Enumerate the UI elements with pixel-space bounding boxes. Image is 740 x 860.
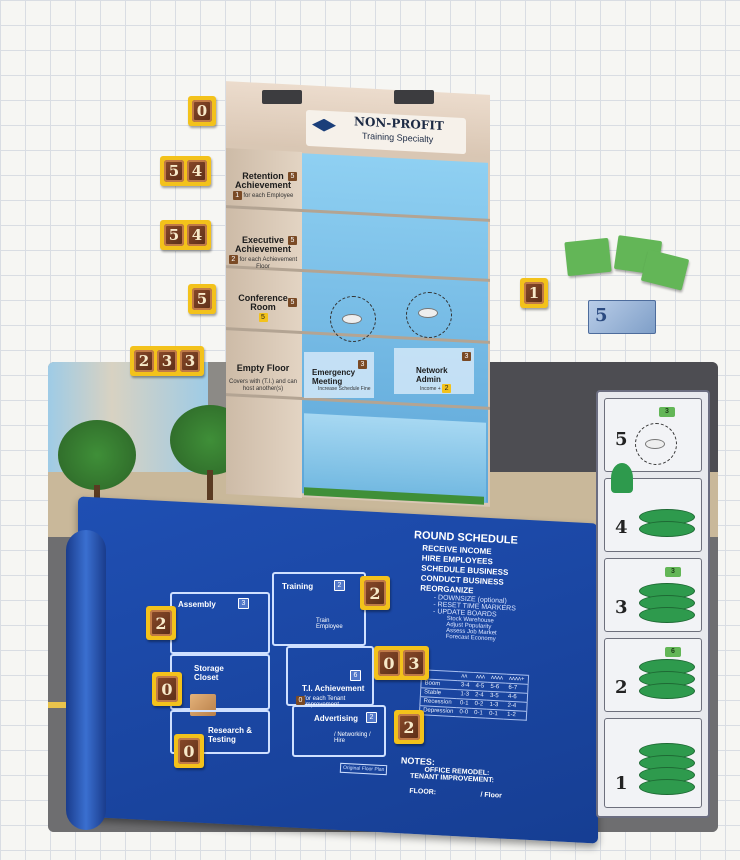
floor-executive: Executive Achievement 2 for each Achieve… [228,235,298,270]
track-cell-2[interactable]: 2 6 [604,638,702,712]
coin-icon [645,439,665,449]
conference-slot-right[interactable] [406,292,452,338]
room-advertising-title: Advertising [314,714,359,723]
room-storage [170,654,270,710]
track-cell-3[interactable]: 3 3 [604,558,702,632]
graduation-cap-icon [312,118,336,135]
track-cell-5[interactable]: 5 3 [604,398,702,472]
blueprint-roll [66,530,106,830]
pawn-icon [611,463,633,493]
conference-slot-left[interactable] [330,296,376,342]
room-research [170,710,270,754]
track-cell-1[interactable]: 1 [604,718,702,808]
bank-token[interactable]: 1 [520,278,548,308]
conference-cost: 5 [288,298,297,307]
room-emergency: Emergency Meeting Increase Schedule Fine… [304,352,374,398]
room-ti-title: T.I. Achievement [302,684,365,693]
score-track: 5 3 4 3 3 2 6 1 [596,390,710,818]
building-side [226,148,302,498]
notes: NOTES: OFFICE REMODEL: TENANT IMPROVEMEN… [399,755,504,802]
floor-retention: Retention Achievement 1 for each Employe… [228,171,298,200]
room-advertising-sub: / Networking / Hire [334,732,371,744]
conference-mini: 5 [258,312,268,322]
executive-cost: 5 [288,236,297,245]
money-note[interactable]: 5 [588,300,656,334]
company-subtitle: Training Specialty [362,130,434,145]
storage-token[interactable]: 0 [152,672,182,706]
room-network-admin: Network Admin Income + 2 3 [394,348,474,394]
training-badge: 2 [334,580,345,591]
track-slot [635,423,677,465]
roof-token[interactable]: 0 [188,96,216,126]
coin-icon [418,308,438,318]
room-assembly-title: Assembly [178,600,216,609]
advertising-badge: 2 [366,712,377,723]
retention-cost: 5 [288,172,297,181]
roof-vent-right [394,90,434,104]
room-advertising [292,705,386,757]
room-training-sub: Train Employee [316,618,343,630]
folder-icon[interactable] [640,249,690,291]
assembly-token[interactable]: 2 [146,606,176,640]
advertising-token[interactable]: 2 [394,710,424,744]
tree-left [58,420,136,490]
assembly-badge: 3 [238,598,249,609]
note-floor-suffix: / Floor [480,791,503,800]
room-research-title: Research & Testing [208,726,253,744]
track-cell-4[interactable]: 4 [604,463,702,552]
training-token[interactable]: 2 [360,576,390,610]
ti-badge: 6 [350,670,361,681]
research-token[interactable]: 0 [174,734,204,768]
tree-trunk-right [207,470,213,500]
ti-mini: 0 [296,696,305,705]
floor-empty: Empty Floor Covers with (T.I.) and can h… [228,363,298,392]
schedule-list: RECEIVE INCOME HIRE EMPLOYEES SCHEDULE B… [418,544,519,644]
room-training-title: Training [282,582,314,591]
floor-conference: Conference Room 5 [238,293,288,322]
folder-icon[interactable] [564,237,612,277]
roof-vent-left [262,90,302,104]
coin-icon [342,314,362,324]
conference-token[interactable]: 5 [188,284,216,314]
room-storage-title: Storage Closet [194,664,224,682]
